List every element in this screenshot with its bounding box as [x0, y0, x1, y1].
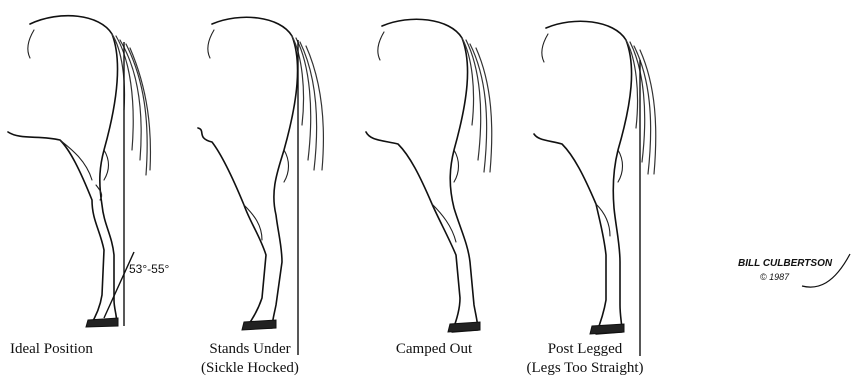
figure-ideal-position — [8, 16, 150, 327]
caption-post-legged: Post Legged (Legs Too Straight) — [510, 340, 660, 378]
svg-text:© 1987: © 1987 — [760, 272, 790, 282]
caption-line: Camped Out — [374, 340, 494, 359]
caption-line: (Legs Too Straight) — [510, 359, 660, 378]
caption-ideal-position: Ideal Position — [10, 340, 93, 359]
caption-stands-under: Stands Under (Sickle Hocked) — [180, 340, 320, 378]
figure-post-legged — [534, 21, 656, 356]
caption-line: (Sickle Hocked) — [180, 359, 320, 378]
caption-line: Post Legged — [510, 340, 660, 359]
figure-stands-under — [198, 17, 323, 355]
pastern-angle-label: 53°-55° — [129, 262, 169, 276]
svg-text:BILL CULBERTSON: BILL CULBERTSON — [738, 258, 833, 269]
caption-line: Stands Under — [180, 340, 320, 359]
signature-logo: BILL CULBERTSON © 1987 — [738, 254, 850, 287]
figure-camped-out — [366, 19, 492, 332]
caption-line: Ideal Position — [10, 340, 93, 359]
caption-camped-out: Camped Out — [374, 340, 494, 359]
